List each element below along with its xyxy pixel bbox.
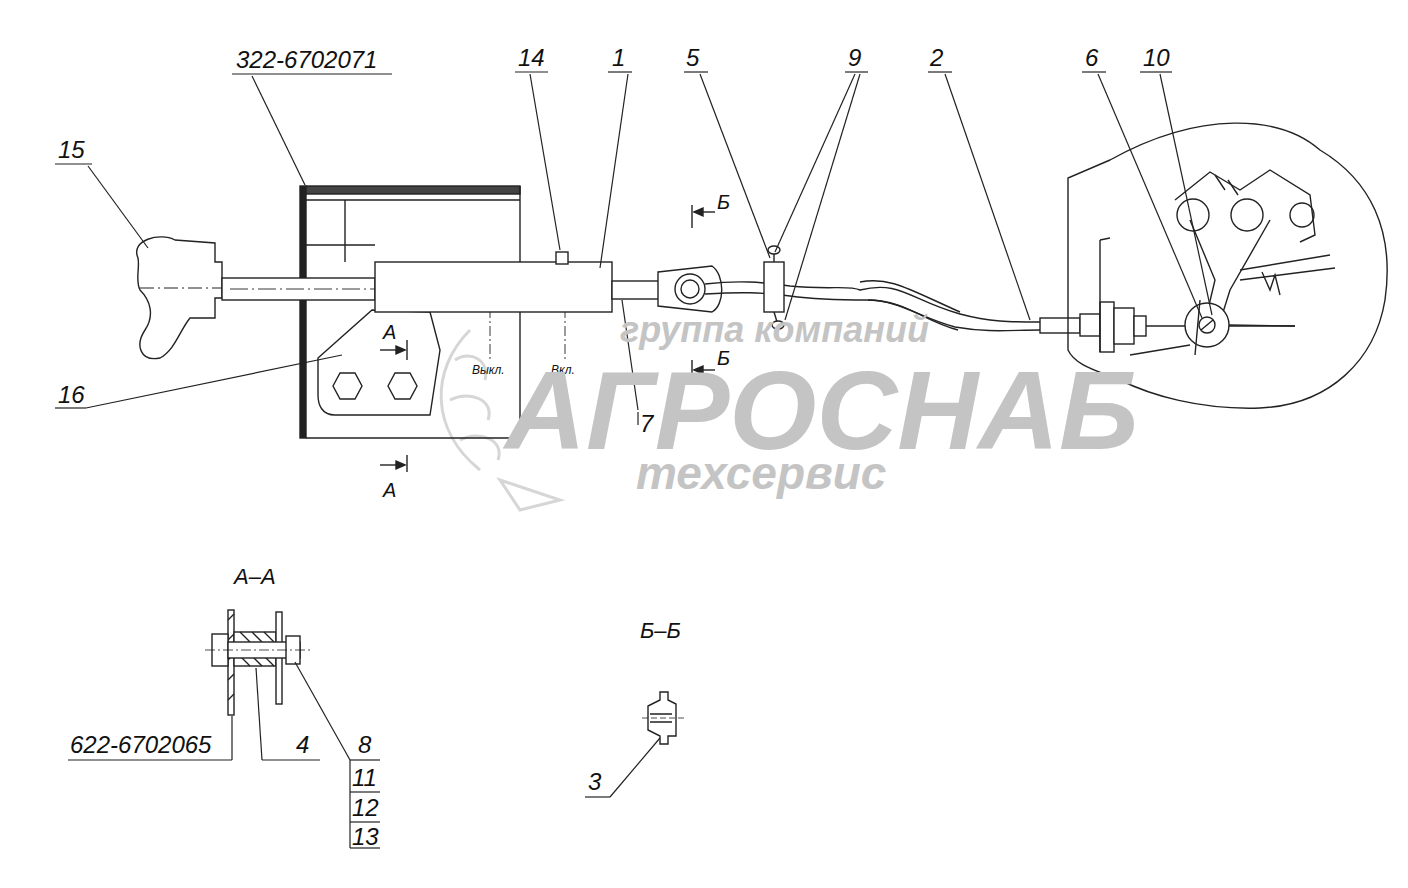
- callout-number: 5: [686, 46, 699, 70]
- callout-number: 13: [352, 825, 379, 849]
- section-b-b: [642, 692, 684, 744]
- callout-number: 2: [930, 46, 943, 70]
- leader-lines: [55, 72, 1212, 848]
- callout-number: 1: [612, 46, 625, 70]
- section-letter: Б: [717, 192, 730, 212]
- position-mark: Выкл.: [472, 364, 505, 376]
- support-bracket: [318, 310, 440, 415]
- callout-number: 8: [358, 733, 371, 757]
- callout-number: 6: [1085, 46, 1098, 70]
- callout-number: 4: [296, 733, 309, 757]
- sleeve: [375, 262, 612, 312]
- section-letter: А: [383, 322, 396, 342]
- callout-number: 3: [588, 770, 601, 794]
- callout-number: 16: [58, 383, 85, 407]
- callout-number: 11: [352, 766, 377, 790]
- callout-number: 14: [518, 46, 545, 70]
- section-title: А–А: [234, 566, 276, 588]
- watermark-text: группа компаний: [620, 312, 929, 348]
- section-title: Б–Б: [640, 620, 681, 642]
- eye: [658, 266, 722, 312]
- watermark-text: техсервис: [636, 450, 886, 496]
- part-number: 322-6702071: [236, 48, 377, 72]
- part-number: 622-6702065: [70, 733, 211, 757]
- clamp: [764, 262, 784, 312]
- section-letter: А: [383, 480, 396, 500]
- callout-number: 12: [352, 796, 379, 820]
- callout-number: 9: [848, 46, 861, 70]
- callout-number: 10: [1143, 46, 1170, 70]
- callout-number: 15: [58, 138, 85, 162]
- knob: [137, 237, 222, 359]
